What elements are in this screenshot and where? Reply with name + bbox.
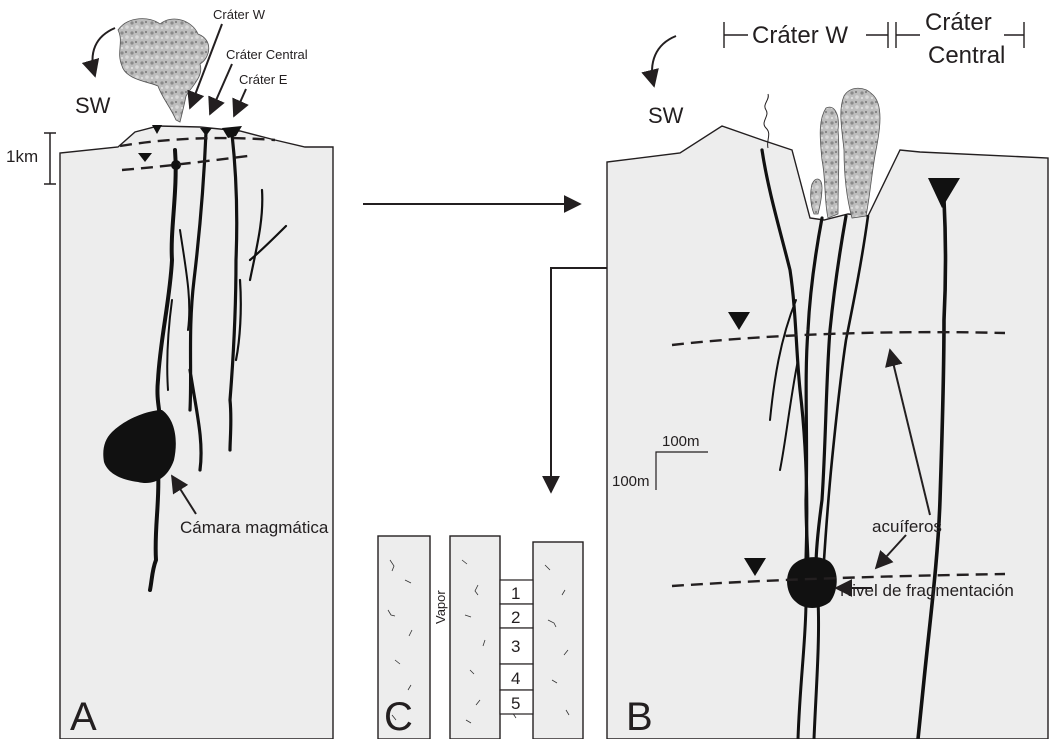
panel-a-letter: A	[70, 695, 97, 739]
panel-b: acuíferos Nivel de fragmentación 100m 10…	[607, 9, 1048, 739]
panel-c-vapor-label: Vapor	[433, 590, 448, 624]
panel-a-sw-arrow	[92, 28, 115, 76]
panel-c-letter: C	[384, 695, 413, 739]
panel-c-level-2-label: 2	[511, 608, 520, 627]
panel-a-crater-e-label: Cráter E	[239, 72, 288, 87]
panel-b-fragmentation-body	[787, 557, 837, 608]
panel-a-eruption-plume	[118, 19, 209, 122]
panel-b-sw-arrow	[652, 36, 676, 86]
panel-a-sw-label: SW	[75, 93, 111, 118]
panel-b-eruption-plume-medium	[820, 107, 839, 218]
panel-a-scale-label: 1km	[6, 147, 38, 166]
panel-b-scale-horizontal-label: 100m	[662, 433, 700, 450]
panel-a-crater-central-label: Cráter Central	[226, 47, 308, 62]
panel-a-crater-central-arrow	[210, 64, 232, 114]
panel-b-aquifers-label: acuíferos	[872, 517, 942, 536]
panel-b-eruption-plume-large	[841, 88, 880, 218]
panel-b-crater-central-label-line1: Cráter	[925, 9, 992, 36]
panel-b-fragmentation-label: Nivel de fragmentación	[840, 581, 1014, 600]
panel-c-level-5-label: 5	[511, 694, 520, 713]
panel-b-steam-wisp	[764, 94, 769, 148]
panel-b-letter: B	[626, 695, 653, 739]
panel-c-right-column	[533, 542, 583, 739]
panel-b-crater-w-label: Cráter W	[752, 22, 848, 49]
panel-c-fragmentation-levels: 1 2 3 4 5	[500, 580, 533, 714]
panel-b-eruption-plume-small	[811, 179, 822, 214]
panel-c-level-1-label: 1	[511, 584, 520, 603]
panel-c-middle-column	[450, 536, 500, 739]
panel-a-chamber-label: Cámara magmática	[180, 518, 329, 537]
panel-b-sw-label: SW	[648, 103, 684, 128]
panel-a-rock-block	[60, 126, 333, 739]
panel-a-crater-e-arrow	[234, 89, 246, 116]
panel-c-level-4-label: 4	[511, 669, 520, 688]
panel-a-crater-w-label: Cráter W	[213, 7, 266, 22]
panel-a: 1km SW Cráter W Cráter Central Cráter E …	[6, 7, 333, 739]
panel-b-scale-vertical-label: 100m	[612, 473, 650, 490]
panel-c-level-3-label: 3	[511, 637, 520, 656]
panel-b-crater-central-label-line2: Central	[928, 42, 1005, 69]
